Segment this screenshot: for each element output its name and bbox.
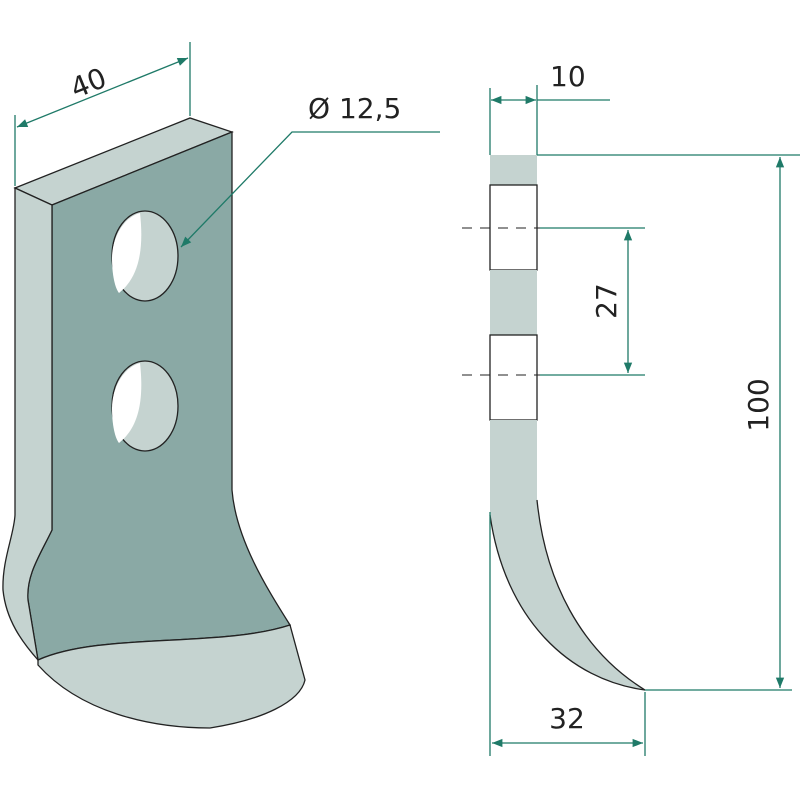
thickness-label: 10: [550, 60, 586, 93]
thickness-dimension: 10: [489, 60, 610, 155]
bottom-bevel: [37, 624, 306, 729]
height-label: 100: [742, 378, 775, 431]
hole-diameter-label: Ø 12,5: [308, 92, 401, 125]
side-view: [462, 155, 646, 691]
hole-lower: [111, 360, 179, 452]
side-face: [2, 186, 53, 663]
blade-curve: [490, 420, 645, 690]
depth-dimension: 32: [489, 512, 646, 756]
width-label: 40: [66, 61, 111, 105]
hole-diameter-dimension: Ø 12,5: [180, 92, 440, 248]
hole-upper: [111, 210, 179, 302]
isometric-view: [2, 117, 306, 729]
depth-label: 32: [549, 702, 585, 735]
height-dimension: 100: [537, 154, 800, 691]
hole-spacing-label: 27: [590, 283, 623, 319]
hole-spacing-dimension: 27: [540, 227, 645, 376]
